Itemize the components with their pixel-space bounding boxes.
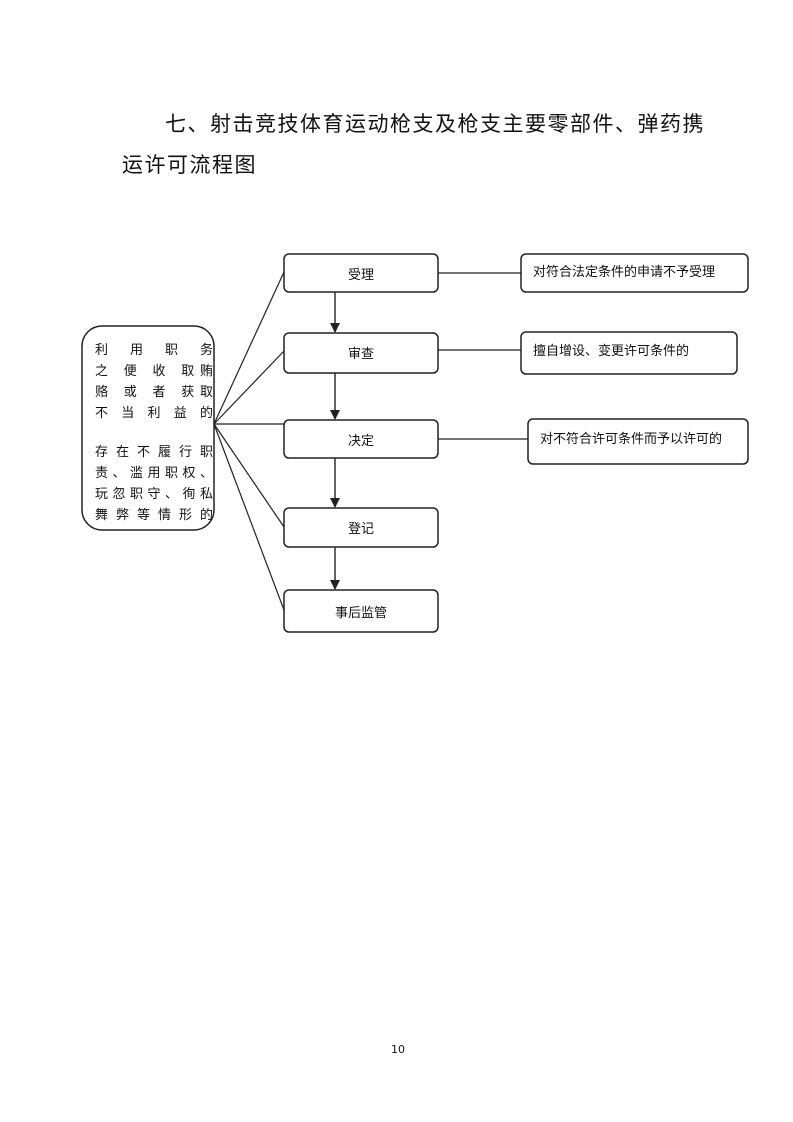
condition-line: 之 便 收 取贿 — [95, 364, 213, 379]
connector-to-step-1 — [213, 271, 285, 425]
side-note-box-1 — [520, 253, 749, 293]
page-title-line-1: 七、射击竞技体育运动枪支及枪支主要零部件、弹药携 — [165, 112, 705, 136]
step-label-register: 登记 — [347, 522, 374, 537]
condition-line: 玩忽职守、徇私 — [95, 487, 213, 502]
side-note-2: 擅自增设、变更许可条件的 — [533, 344, 690, 359]
side-note-1: 对符合法定条件的申请不予受理 — [533, 265, 716, 280]
page-title-line-2: 运许可流程图 — [122, 153, 257, 177]
connector-to-step-4 — [213, 423, 285, 528]
connector-to-step-5 — [213, 423, 285, 611]
step-box-5 — [283, 589, 439, 633]
page-number: 10 — [391, 1043, 405, 1056]
condition-line: 舞弊等情形的 — [95, 508, 213, 523]
step-label-decision: 决定 — [347, 434, 374, 449]
condition-line: 利 用 职 务 — [95, 343, 213, 358]
condition-line: 责、滥用职权、 — [95, 466, 213, 481]
condition-line: 不 当 利 益 的 — [95, 406, 213, 421]
step-label-accept: 受理 — [347, 268, 374, 283]
connector-to-step-2 — [213, 350, 285, 425]
step-label-review: 审查 — [347, 347, 374, 362]
step-box-2 — [283, 332, 439, 374]
condition-line: 存在不履行职 — [95, 445, 213, 460]
condition-line: 赂 或 者 获取 — [95, 385, 213, 400]
condition-box — [81, 325, 215, 531]
step-box-4 — [283, 507, 439, 548]
side-note-connectors — [438, 272, 528, 440]
condition-group-2: 存在不履行职 责、滥用职权、 玩忽职守、徇私 舞弊等情形的 — [95, 442, 213, 526]
step-label-supervision: 事后监管 — [334, 606, 387, 621]
side-note-box-2 — [520, 331, 738, 375]
condition-group-1: 利 用 职 务 之 便 收 取贿 赂 或 者 获取 不 当 利 益 的 — [95, 340, 213, 424]
side-note-3: 对不符合许可条件而予以许可的 — [540, 432, 723, 447]
condition-connectors — [213, 271, 285, 611]
side-note-box-3 — [527, 418, 749, 465]
